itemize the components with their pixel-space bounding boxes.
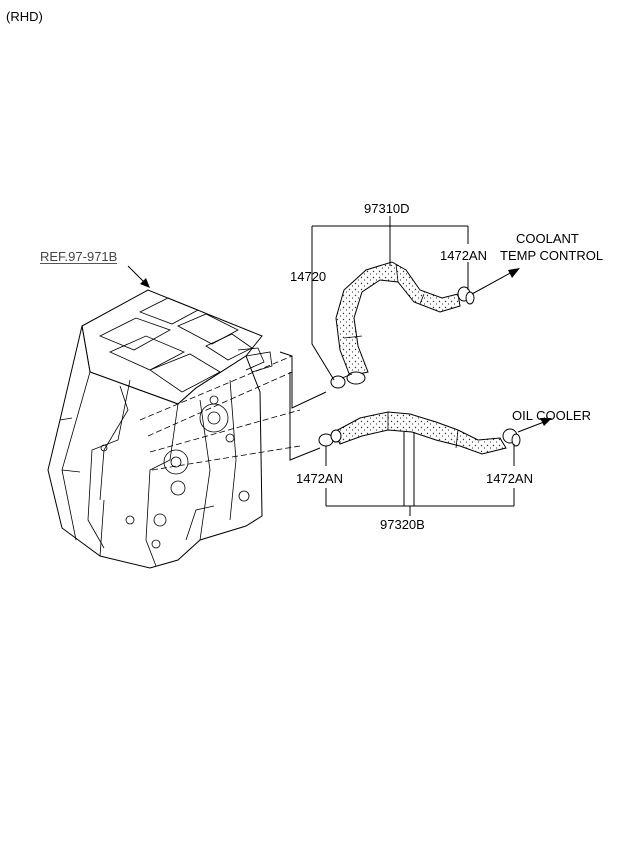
callout-clamp-left-lower: 1472AN bbox=[296, 471, 343, 486]
clamp-upper-right bbox=[457, 286, 475, 305]
ref-label: REF.97-971B bbox=[40, 249, 118, 264]
destination-oil-cooler: OIL COOLER bbox=[512, 408, 591, 423]
coolant-arrow bbox=[471, 271, 513, 295]
callout-clamp-right-upper: 1472AN bbox=[440, 248, 487, 263]
callout-clamp-right-lower: 1472AN bbox=[486, 471, 533, 486]
hose-upper bbox=[335, 261, 461, 377]
oil-cooler-arrow bbox=[517, 421, 545, 433]
clamp-lower-right bbox=[502, 428, 521, 447]
callout-hose-lower: 97320B bbox=[380, 517, 425, 532]
coolant-arrowhead bbox=[508, 268, 520, 278]
callout-97320B-bracket bbox=[325, 432, 515, 516]
variant-label: (RHD) bbox=[6, 9, 43, 24]
clamp-lower-left bbox=[318, 429, 342, 447]
destination-coolant-line1: COOLANT bbox=[516, 231, 579, 246]
clamp-upper-left bbox=[330, 371, 366, 389]
connection-lines bbox=[139, 351, 327, 471]
ref-arrowhead bbox=[140, 278, 150, 288]
destination-coolant-line2: TEMP CONTROL bbox=[500, 248, 604, 263]
oil-cooler-arrowhead bbox=[540, 418, 552, 426]
hose-lower bbox=[333, 411, 507, 455]
heater-unit bbox=[47, 289, 273, 569]
callout-hose-upper: 97310D bbox=[364, 201, 410, 216]
callout-clamp-left-upper: 14720 bbox=[290, 269, 327, 284]
callout-97310D-bracket bbox=[311, 216, 469, 381]
